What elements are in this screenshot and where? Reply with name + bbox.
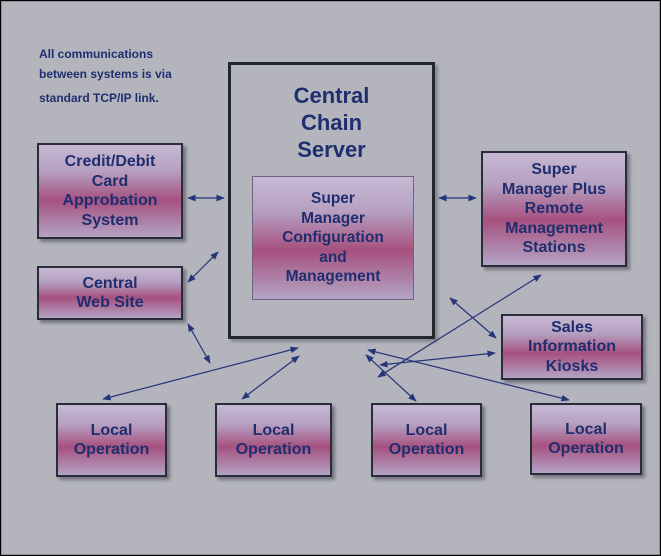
arrow-local2-server — [241, 355, 300, 400]
note-line-3: standard TCP/IP link. — [39, 91, 159, 105]
local-operation-3: Local Operation — [371, 403, 482, 477]
arrow-local1-server — [102, 346, 299, 401]
central-web-site: Central Web Site — [37, 266, 183, 320]
local-operation-4: Local Operation — [530, 403, 642, 475]
arrow-local3-remote — [377, 274, 542, 378]
note-line-1: All communications — [39, 47, 154, 61]
arrow-local4-server — [367, 348, 570, 402]
arrow-website-server — [187, 251, 219, 283]
remote-management-stations: Super Manager Plus Remote Management Sta… — [481, 151, 627, 267]
arrow-server-kiosks — [379, 350, 496, 368]
local-operation-1: Local Operation — [56, 403, 167, 477]
arrow-website-local1 — [187, 323, 211, 364]
note-line-2: between systems is via — [39, 67, 172, 81]
server-title: Central Chain Server — [293, 83, 370, 162]
credit-debit-card-system: Credit/Debit Card Approbation System — [37, 143, 183, 239]
local-operation-2: Local Operation — [215, 403, 332, 477]
